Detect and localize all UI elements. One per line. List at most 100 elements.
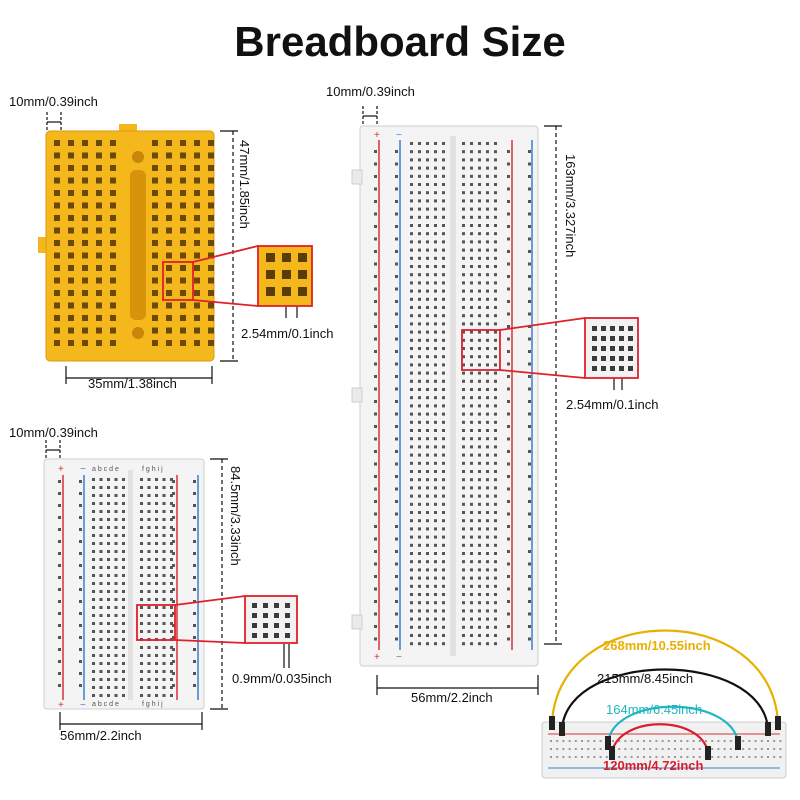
hole: [110, 215, 116, 221]
hole: [486, 314, 489, 318]
hole: [208, 215, 214, 221]
hole: [194, 252, 200, 259]
full-pin-pitch-label: 10mm/0.39inch: [326, 84, 415, 99]
hole: [528, 425, 531, 428]
hole: [507, 312, 510, 316]
hole: [462, 388, 465, 391]
hole: [82, 340, 88, 346]
hole: [152, 177, 158, 184]
hole: [152, 327, 158, 334]
hole: [99, 574, 103, 577]
hole: [395, 475, 398, 478]
hole: [418, 601, 421, 605]
hole: [418, 527, 421, 531]
hole: [147, 558, 151, 561]
hole: [110, 165, 116, 171]
hole: [494, 199, 497, 203]
hole: [68, 165, 74, 171]
hole: [172, 540, 175, 543]
hole: [528, 475, 531, 478]
hole: [58, 492, 61, 495]
hole: [395, 362, 398, 366]
hole: [155, 526, 158, 529]
hole: [193, 612, 196, 615]
hole: [494, 470, 497, 473]
hole: [208, 277, 214, 284]
hole: [507, 475, 510, 478]
hole: [742, 756, 745, 758]
hole: [82, 315, 88, 321]
hole: [107, 622, 110, 625]
hole: [442, 625, 445, 629]
hole: [194, 165, 200, 171]
hole: [79, 516, 82, 519]
hole: [717, 740, 720, 742]
hole: [170, 598, 173, 601]
hole: [486, 256, 489, 260]
hole: [193, 564, 196, 567]
hole: [166, 152, 172, 159]
hole: [374, 175, 377, 178]
hole: [426, 297, 429, 301]
hole: [166, 290, 172, 296]
hole: [462, 568, 465, 572]
hole: [147, 622, 151, 625]
hole: [410, 281, 413, 285]
hole: [636, 740, 639, 742]
hole: [426, 437, 429, 441]
hole: [442, 642, 445, 646]
hole: [162, 502, 166, 505]
hole: [122, 510, 125, 513]
hole: [462, 470, 465, 473]
hole: [418, 396, 421, 400]
hole: [410, 322, 413, 326]
hole: [486, 158, 489, 162]
hole: [462, 273, 465, 277]
hole: [180, 340, 186, 346]
hole: [122, 638, 125, 641]
hole: [426, 174, 429, 178]
hole: [180, 290, 186, 296]
hole: [470, 347, 473, 350]
hole: [147, 614, 151, 617]
hole: [686, 756, 689, 758]
hole: [410, 388, 413, 391]
hole: [282, 253, 291, 262]
hole: [418, 297, 421, 301]
black-wire-length-label: 215mm/8.45inch: [597, 671, 694, 686]
hole: [395, 162, 398, 166]
hole: [410, 437, 413, 441]
hole: [462, 560, 465, 564]
hole: [166, 327, 172, 334]
hole: [395, 450, 398, 453]
half-height-label: 84.5mm/3.33inch: [228, 466, 243, 566]
hole: [170, 574, 173, 577]
hole: [114, 478, 118, 481]
hole: [470, 207, 473, 211]
hole: [274, 623, 279, 628]
hole: [426, 363, 429, 367]
hole: [528, 537, 531, 541]
hole: [92, 526, 95, 529]
hole: [79, 672, 82, 675]
hole: [426, 453, 429, 457]
hole: [426, 634, 429, 637]
hole: [692, 748, 695, 750]
hole: [410, 543, 413, 547]
hole: [462, 617, 465, 621]
hole: [162, 510, 166, 513]
hole: [96, 302, 102, 309]
hole: [263, 613, 268, 618]
hole: [122, 678, 125, 681]
hole: [434, 191, 437, 195]
half-zoom-callout: [136, 595, 298, 644]
hole: [107, 606, 110, 609]
hole: [434, 338, 437, 342]
hole: [592, 346, 597, 351]
hole: [79, 648, 82, 651]
hole: [170, 670, 173, 673]
hole: [147, 590, 151, 593]
hole: [410, 158, 413, 162]
hole: [162, 662, 166, 665]
hole: [418, 470, 421, 473]
